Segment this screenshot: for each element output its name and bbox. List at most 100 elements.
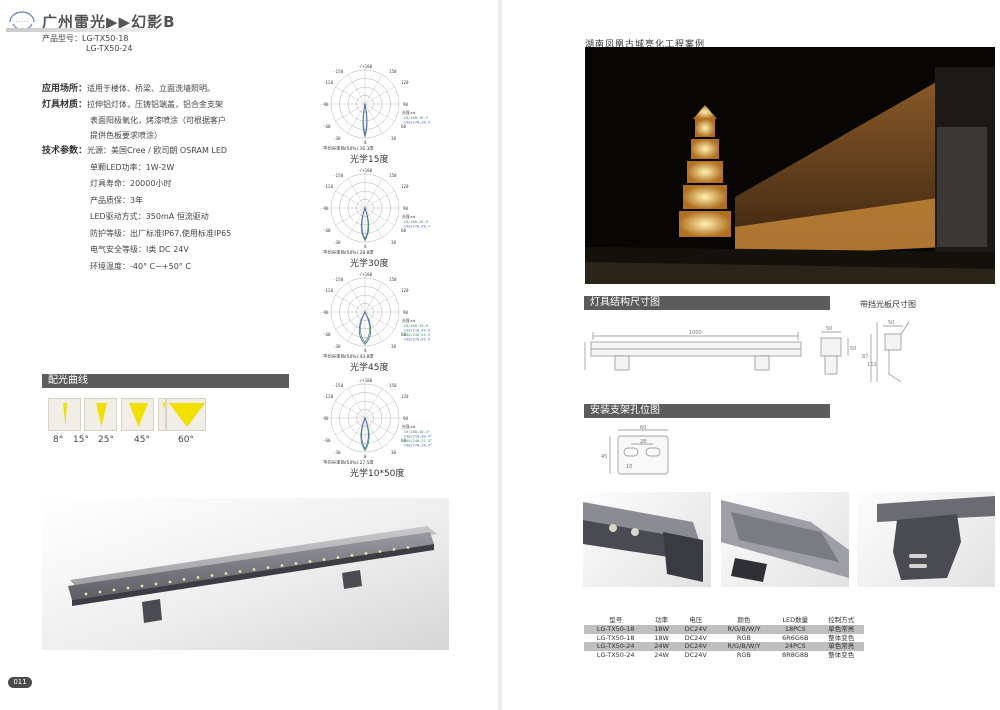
polar-tick: 0: [364, 454, 367, 459]
th-color: 颜色: [737, 616, 751, 624]
table-cell: 整体变色: [818, 633, 864, 642]
polar-label-2: 光学45度: [350, 363, 389, 373]
model-1: LG-TX50-18: [82, 34, 129, 43]
polar-legend-item: C0/180,40.4°: [404, 430, 430, 434]
table-cell: 8R8G8B: [772, 650, 819, 659]
mount-hole-spacing: 28: [640, 439, 646, 445]
th-control: 控制方式: [828, 616, 855, 624]
spec-tech-line-7: 环境温度：-40° C~+50° C: [90, 261, 191, 271]
polar-tick: -150: [333, 69, 344, 74]
table-cell: RGB: [715, 650, 773, 659]
dim-length: 1000: [689, 330, 702, 336]
polar-tick: -60: [323, 228, 331, 233]
polar-tick: 30: [391, 450, 397, 455]
detail-bracket-illustration: [877, 496, 995, 580]
beam-label-45: 45°: [134, 435, 150, 445]
mount-section-bar: 安装支架孔位图: [584, 404, 830, 418]
polar-tick: 120: [401, 288, 409, 293]
polar-tick: 120: [401, 184, 409, 189]
spec-material: 灯具材质：拉伸铝灯体，压铸铝端盖，铝合金支架 表面阳极氧化，烤漆喷涂（可根据客户…: [42, 97, 226, 143]
beam-label-15: 15°: [73, 435, 89, 445]
polar-tick: -90: [321, 416, 329, 421]
mount-width: 60: [640, 425, 646, 431]
polar-tick: 0: [364, 140, 367, 145]
polar-average: 平均光束角(50%):16.3度: [323, 145, 374, 150]
polar-tick: -/+180: [357, 168, 373, 173]
model-block: 产品型号：LG-TX50-18 LG-TX50-24: [42, 33, 132, 53]
spec-application-value: 适用于楼体、桥梁、立面洗墙照明。: [87, 84, 216, 93]
beam-box-25: [121, 398, 154, 431]
table-cell: 单色常亮: [818, 625, 864, 634]
polar-legend-title: 光强:cd: [402, 318, 416, 323]
polar-tick: 120: [401, 394, 409, 399]
polar-tick: 90: [403, 416, 409, 421]
polar-tick: 150: [389, 277, 397, 282]
spec-tech-line-5: 防护等级：出厂标准IP67,使用标准IP65: [90, 228, 232, 238]
table-cell: DC24V: [675, 642, 716, 651]
table-cell: DC24V: [675, 633, 716, 642]
spec-material-line-1: 表面阳极氧化，烤漆喷涂（可根据客户: [90, 116, 226, 125]
polar-tick: -90: [321, 310, 329, 315]
polar-tick: 30: [391, 136, 397, 141]
polar-tick: 60: [401, 228, 407, 233]
spec-tech-line-1: 单颗LED功率：1W-2W: [90, 162, 175, 172]
polar-label-1: 光学30度: [350, 259, 389, 269]
dim-height-left: 105: [583, 353, 584, 363]
table-cell: 18W: [647, 633, 676, 642]
polar-average: 平均光束角(50%):28.8度: [323, 249, 374, 254]
polar-legend-item: C0/180,43.6: [404, 324, 428, 328]
table-cell: R/G/B/W/Y: [715, 625, 773, 634]
page-gutter: [497, 0, 503, 710]
polar-tick: -30: [333, 344, 341, 349]
dim-shield-h1: 87: [862, 354, 868, 360]
dim-shield-width: 50: [888, 320, 894, 326]
spec-material-line-0: 拉伸铝灯体，压铸铝端盖，铝合金支架: [87, 100, 224, 109]
polar-tick: 90: [403, 102, 409, 107]
beam-label-8: 8°: [53, 435, 64, 445]
polar-legend-item: C0/180,28.9: [404, 220, 428, 224]
spec-application: 应用场所：适用于楼体、桥梁、立面洗墙照明。: [42, 81, 215, 97]
svg-text:• • • • •: • • • • •: [16, 20, 29, 24]
polar-tick: 30: [391, 240, 397, 245]
mount-hole-dim: 10: [626, 464, 632, 470]
polar-tick: -/+180: [357, 378, 373, 383]
polar-tick: 0: [364, 244, 367, 249]
polar-tick: -120: [323, 80, 334, 85]
polar-tick: -120: [323, 288, 334, 293]
polar-tick: -120: [323, 184, 334, 189]
polar-legend-item: C30/210,30.4°: [404, 435, 432, 439]
detail-photo-shield: [721, 492, 849, 587]
beam-8-icon: [63, 403, 67, 427]
polar-legend-item: C90/270,42.9: [404, 338, 430, 342]
spec-material-line-2: 提供色板要求喷涂）: [90, 131, 162, 140]
th-led-count: LED数量: [782, 616, 809, 624]
mount-hole-drawing: 60 45 28 10: [601, 425, 669, 475]
polar-label-0: 光学15度: [350, 155, 389, 165]
polar-tick: 90: [403, 206, 409, 211]
polar-tick: 60: [401, 332, 407, 337]
spec-tech-line-3: 产品质保：3年: [90, 195, 144, 205]
table-cell: 单色常亮: [818, 642, 864, 651]
spec-tech-line-4: LED驱动方式：350mA 恒流驱动: [90, 212, 209, 221]
project-photo: [585, 47, 995, 284]
table-cell: DC24V: [675, 650, 716, 659]
dim-width-side: 50: [826, 326, 832, 332]
th-power: 功率: [655, 616, 669, 624]
polar-legend-item: C30/210,44.9: [404, 329, 430, 333]
polar-tick: 150: [389, 383, 397, 388]
polar-tick: -90: [321, 102, 329, 107]
table-cell: LG-TX50-24: [584, 650, 648, 659]
brand-title: 广州雷光▶▶幻影B: [42, 13, 176, 31]
spec-tech: 技术参数：光源：美国Cree / 欧司朗 OSRAM LED 单颗LED功率：1…: [42, 143, 231, 275]
product-photo: [42, 498, 449, 650]
product-bar-illustration: [68, 526, 437, 623]
polar-tick: -150: [333, 383, 344, 388]
beam-section-bar: 配光曲线: [42, 374, 289, 388]
spec-tech-line-6: 电气安全等级：I类 DC 24V: [90, 245, 189, 254]
detail-shield-illustration: [721, 500, 849, 582]
polar-tick: 120: [401, 80, 409, 85]
polar-tick: 60: [401, 124, 407, 129]
